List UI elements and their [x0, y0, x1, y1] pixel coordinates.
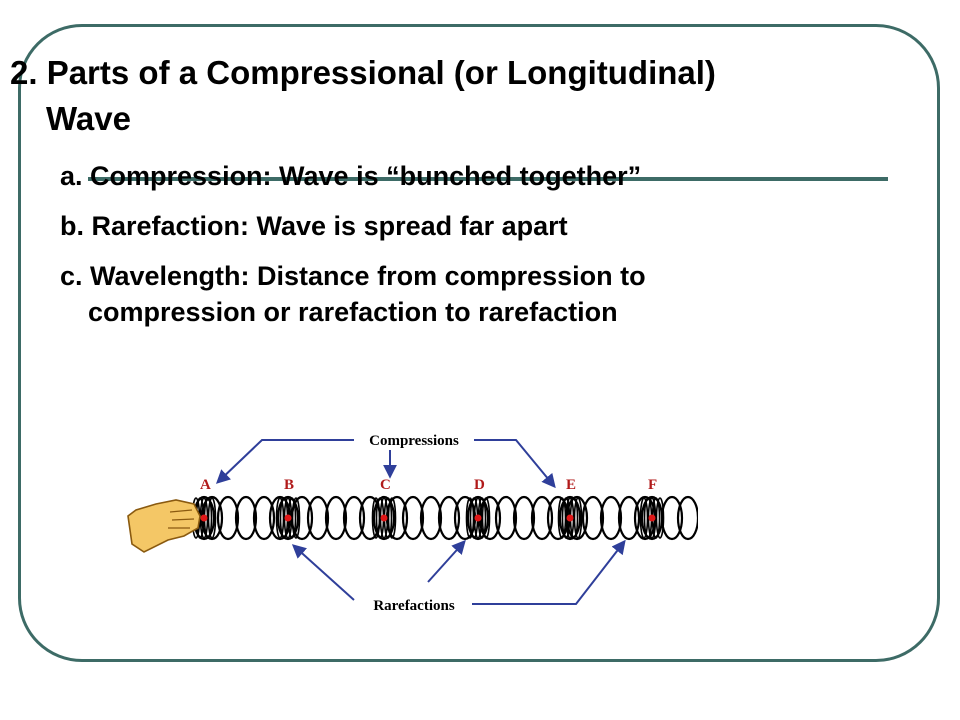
point-dot-e: [566, 514, 574, 522]
bullet-compression: a. Compression: Wave is “bunched togethe…: [60, 161, 642, 191]
coil-tight-loop: [207, 497, 217, 539]
slide-title: 2. Parts of a Compressional (or Longitud…: [10, 50, 890, 142]
coil-loop: [234, 495, 258, 541]
coil-tight-loop: [291, 497, 301, 539]
point-dot-b: [284, 514, 292, 522]
arrow-to-e: [474, 439, 556, 489]
arrow-to-rarefaction-1: [291, 544, 355, 601]
slinky-diagram: A B C D E F Compressions Rarefactions: [127, 433, 698, 614]
coil-loop: [512, 495, 536, 541]
coil-tight-loop: [639, 497, 649, 539]
coil-loop: [660, 495, 684, 541]
coil-loop: [558, 495, 582, 541]
coil-tight-loop: [557, 497, 567, 539]
coil-tight-loop: [573, 497, 583, 539]
title-rule: [88, 177, 888, 181]
arrow-to-a: [215, 439, 354, 484]
coil-loop: [324, 495, 348, 541]
point-dot-d: [474, 514, 482, 522]
coil-loop: [530, 495, 554, 541]
coil-loop: [276, 495, 300, 541]
point-letter-a: A: [200, 477, 211, 493]
label-arrows: [215, 439, 626, 605]
arrow-to-rarefaction-2: [427, 539, 466, 583]
coil-loop: [676, 495, 698, 541]
title-line-2: Wave: [46, 100, 131, 137]
point-letter-b: B: [284, 477, 294, 493]
coil-loop: [216, 495, 240, 541]
title-line-1: 2. Parts of a Compressional (or Longitud…: [10, 54, 716, 91]
hand-icon: [127, 499, 201, 553]
coil-loop: [581, 495, 605, 541]
coil-loop: [494, 495, 518, 541]
bullet-wavelength-continuation: compression or rarefaction to rarefactio…: [88, 297, 618, 327]
coil-loop: [401, 495, 425, 541]
point-letter-f: F: [648, 477, 657, 493]
point-letter-d: D: [474, 477, 485, 493]
coil-tight-loop: [465, 497, 475, 539]
arrow-to-rarefaction-3: [472, 539, 626, 605]
slide-frame: [18, 24, 940, 662]
coil-loop: [617, 495, 641, 541]
compression-bunch: [191, 497, 217, 539]
coil-tight-loop: [371, 497, 381, 539]
coil-tight-loop: [275, 497, 285, 539]
bullet-wavelength-text: c. Wavelength: Distance from compression…: [60, 261, 646, 291]
coil-loop: [419, 495, 443, 541]
point-markers: [200, 514, 656, 522]
coil-loop: [599, 495, 623, 541]
coil-loop: [342, 495, 366, 541]
bullet-rarefaction: b. Rarefaction: Wave is spread far apart: [60, 211, 568, 241]
point-dot-a: [200, 514, 208, 522]
bullet-wavelength: c. Wavelength: Distance from compression…: [60, 258, 820, 330]
coil-loop: [437, 495, 461, 541]
coil-loop: [252, 495, 276, 541]
coil-tight-loop: [481, 497, 491, 539]
compressions-label: Compressions: [369, 433, 459, 449]
coil-loop: [372, 495, 396, 541]
coil-loop: [466, 495, 490, 541]
coil-tight-loop: [655, 497, 665, 539]
point-letter-e: E: [566, 477, 576, 493]
point-letter-c: C: [380, 477, 391, 493]
point-dot-c: [380, 514, 388, 522]
coil-tight-loop: [387, 497, 397, 539]
rarefactions-label: Rarefactions: [373, 598, 455, 614]
point-dot-f: [648, 514, 656, 522]
slinky-coils: [191, 495, 698, 541]
point-letters: A B C D E F: [200, 477, 657, 493]
coil-loop: [306, 495, 330, 541]
